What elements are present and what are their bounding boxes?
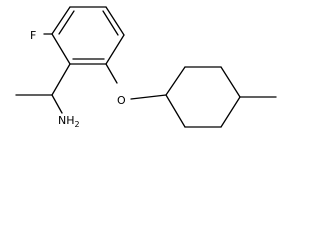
benzene-ring: [51, 6, 125, 65]
ring-bond: [220, 66, 241, 98]
ring-bond: [105, 6, 125, 36]
ring-to-o-bond: [105, 63, 118, 84]
ring-bond: [51, 6, 71, 35]
ring-bond: [220, 96, 241, 128]
ring-bond: [165, 66, 186, 96]
ring-double-bond: [102, 10, 119, 36]
amine-atom-label: NH2: [58, 114, 80, 129]
ring-bond: [51, 33, 71, 65]
ring-double-bond: [58, 10, 75, 35]
ring-bond: [165, 94, 186, 128]
molecule-diagram: F NH2 O: [15, 6, 277, 129]
fluorine-atom-label: F: [30, 29, 36, 42]
cyclohexane-ring: [165, 66, 241, 128]
o-to-cyclohexyl-bond: [130, 94, 167, 100]
ch-nh2-bond: [51, 94, 63, 114]
ring-to-ch-bond: [51, 63, 71, 96]
ring-bond: [105, 34, 125, 65]
oxygen-atom-label: O: [117, 94, 126, 107]
